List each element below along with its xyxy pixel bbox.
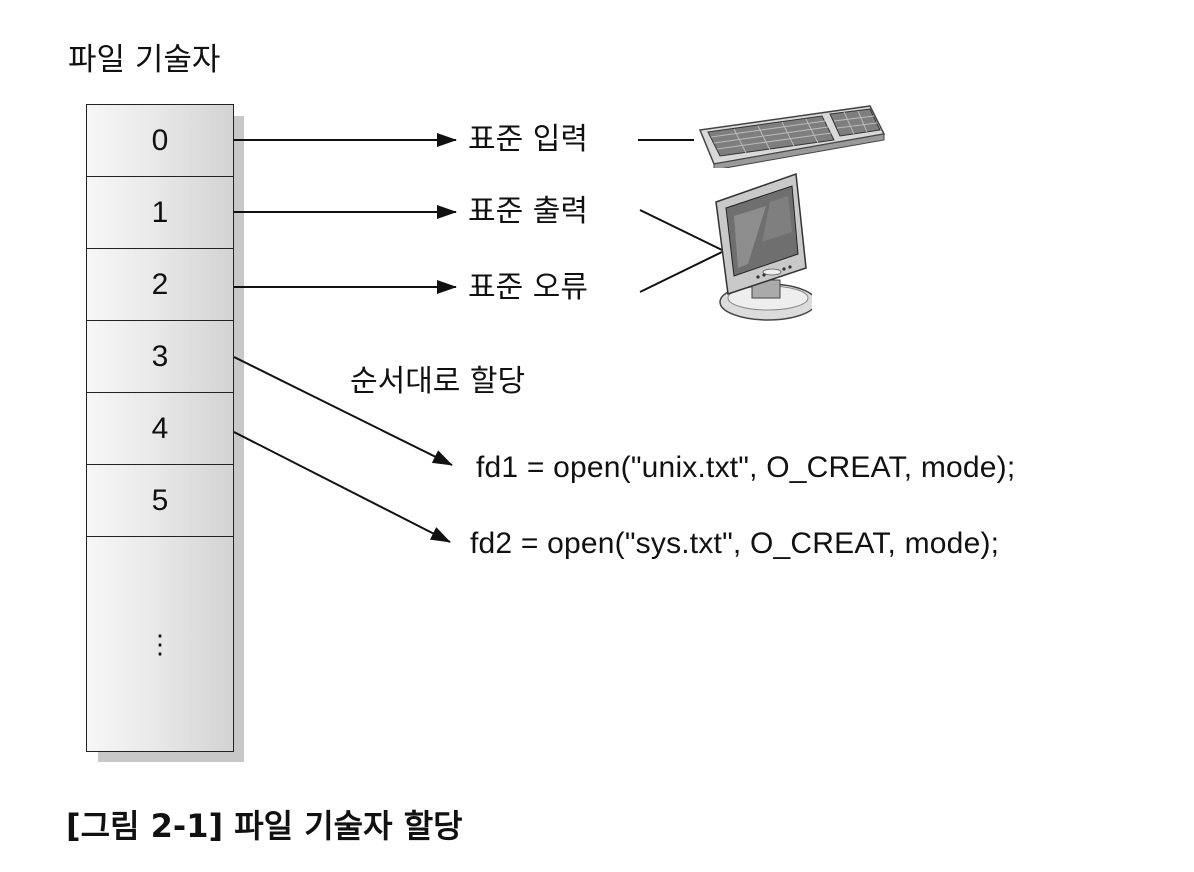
- fd-cell-5: 5: [86, 464, 234, 538]
- figure-caption: [그림 2-1] 파일 기술자 할당: [66, 807, 463, 845]
- arrow-fd3-open1: [233, 356, 453, 466]
- fd-table: 0 1 2 3 4 5 ⋮: [86, 104, 234, 752]
- label-stderr: 표준 오류: [468, 270, 588, 305]
- fd-cell-4: 4: [86, 392, 234, 466]
- fd-cell-0: 0: [86, 104, 234, 178]
- fd-cell-3: 3: [86, 320, 234, 394]
- label-stdin: 표준 입력: [468, 122, 588, 157]
- line-stderr-monitor: [639, 251, 723, 293]
- diagram-heading: 파일 기술자: [68, 42, 221, 78]
- arrow-fd4-open2: [233, 431, 451, 543]
- line-stdout-monitor: [639, 209, 723, 251]
- label-stdout: 표준 출력: [468, 194, 588, 229]
- fd-cell-1: 1: [86, 176, 234, 250]
- fd-cell-ellipsis: ⋮: [86, 536, 234, 752]
- code-line-fd2: fd2 = open("sys.txt", O_CREAT, mode);: [470, 527, 1000, 560]
- keyboard-icon: [698, 105, 886, 168]
- monitor-icon: [715, 172, 812, 321]
- code-line-fd1: fd1 = open("unix.txt", O_CREAT, mode);: [476, 451, 1016, 484]
- allocation-label: 순서대로 할당: [350, 364, 526, 399]
